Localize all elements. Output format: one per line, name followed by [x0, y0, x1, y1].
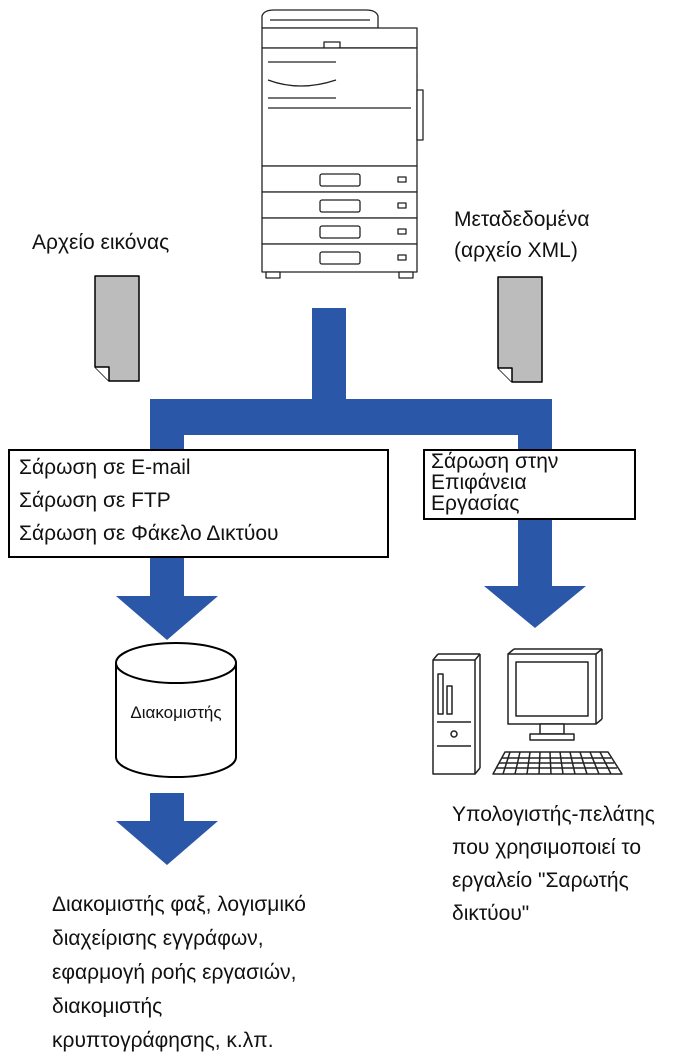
destinations-label-line4: διακομιστής: [52, 995, 163, 1018]
scan-destinations-box: Σάρωση σε E-mail Σάρωση σε FTP Σάρωση σε…: [8, 449, 389, 558]
image-file-label: Αρχείο εικόνας: [32, 231, 170, 254]
flow-connectors: [150, 308, 552, 449]
arrow-to-server: [116, 558, 218, 640]
document-icon: [497, 276, 543, 383]
arrow-to-computer: [484, 519, 586, 628]
flow-arrows: [116, 519, 586, 865]
client-label-line3: εργαλείο "Σαρωτής: [452, 869, 629, 892]
destinations-label-line1: Διακομιστής φαξ, λογισμικό: [52, 893, 306, 916]
scan-to-email-label: Σάρωση σε E-mail: [19, 456, 191, 479]
scan-to-desktop-line2: Επιφάνεια: [431, 471, 527, 494]
right-branch-connector: [518, 399, 552, 449]
server-label: Διακομιστής: [130, 703, 222, 722]
document-icon: [94, 275, 140, 382]
scan-to-desktop-line1: Σάρωση στην: [431, 450, 559, 473]
client-label-line2: που χρησιμοποιεί το: [452, 836, 642, 859]
destinations-label-line5: κρυπτογράφησης, κ.λπ.: [52, 1029, 274, 1052]
server-cylinder-icon: [115, 642, 237, 778]
destinations-label-line3: εφαρμογή ροής εργασιών,: [52, 961, 297, 984]
trunk-connector: [312, 308, 346, 401]
client-label-line4: δικτύου": [452, 902, 530, 925]
horizontal-connector: [150, 399, 530, 435]
scan-to-desktop-box: Σάρωση στην Επιφάνεια Εργασίας: [423, 449, 636, 520]
client-label-line1: Υπολογιστής-πελάτης: [452, 803, 655, 826]
scan-to-network-folder-label: Σάρωση σε Φάκελο Δικτύου: [19, 522, 279, 545]
metadata-label-line2: (αρχείο XML): [454, 239, 578, 262]
metadata-label-line1: Μεταδεδομένα: [454, 208, 590, 231]
arrow-to-destinations: [116, 793, 218, 865]
scan-to-desktop-line3: Εργασίας: [431, 492, 520, 515]
destinations-label-line2: διαχείρισης εγγράφων,: [52, 927, 264, 950]
mfp-printer-icon: [261, 9, 424, 279]
left-branch-connector: [150, 399, 184, 449]
desktop-computer-icon: [432, 648, 623, 775]
scan-to-ftp-label: Σάρωση σε FTP: [19, 489, 171, 512]
